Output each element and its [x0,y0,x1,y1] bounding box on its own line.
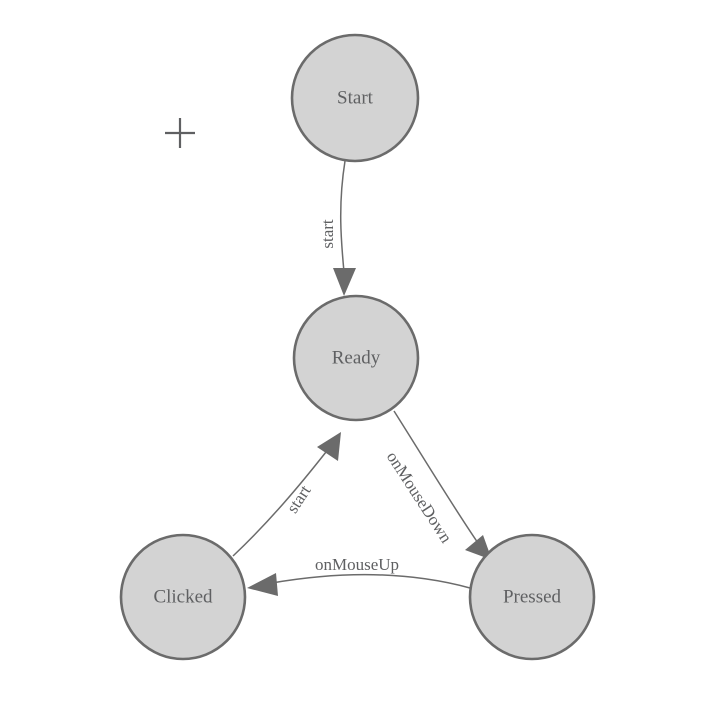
node-pressed-label: Pressed [503,586,562,607]
node-ready-label: Ready [332,347,381,368]
node-clicked-label: Clicked [153,586,213,607]
node-clicked-circle[interactable] [119,533,247,661]
edge-clicked-to-ready-path [232,451,327,557]
node-start-circle[interactable] [290,33,420,163]
edge-start-to-ready-path [339,160,346,273]
edge-ready-to-pressed-path [393,410,479,544]
edge-start-to-ready-label: start [318,219,337,249]
node-ready-circle[interactable] [292,294,420,422]
node-start-label: Start [337,87,374,108]
edge-ready-to-pressed-arrowhead [465,535,492,560]
node-ready[interactable]: Ready [292,294,420,422]
edge-start-to-ready-arrowhead [333,268,356,296]
edge-pressed-to-clicked-path [271,573,471,589]
edge-ready-to-pressed[interactable]: onMouseDown [383,410,492,560]
node-start[interactable]: Start [290,33,420,163]
edge-start-to-ready[interactable]: start [318,160,356,296]
edge-pressed-to-clicked-label: onMouseUp [315,555,399,574]
edge-clicked-to-ready[interactable]: start [232,432,341,557]
edge-pressed-to-clicked[interactable]: onMouseUp [247,555,471,596]
edge-clicked-to-ready-arrowhead [317,432,341,461]
edge-clicked-to-ready-label: start [283,481,315,516]
crosshair-icon [165,118,195,148]
node-pressed[interactable]: Pressed [468,533,596,661]
node-pressed-circle[interactable] [468,533,596,661]
node-clicked[interactable]: Clicked [119,533,247,661]
edge-ready-to-pressed-label: onMouseDown [383,448,456,547]
edge-pressed-to-clicked-arrowhead [247,573,278,596]
